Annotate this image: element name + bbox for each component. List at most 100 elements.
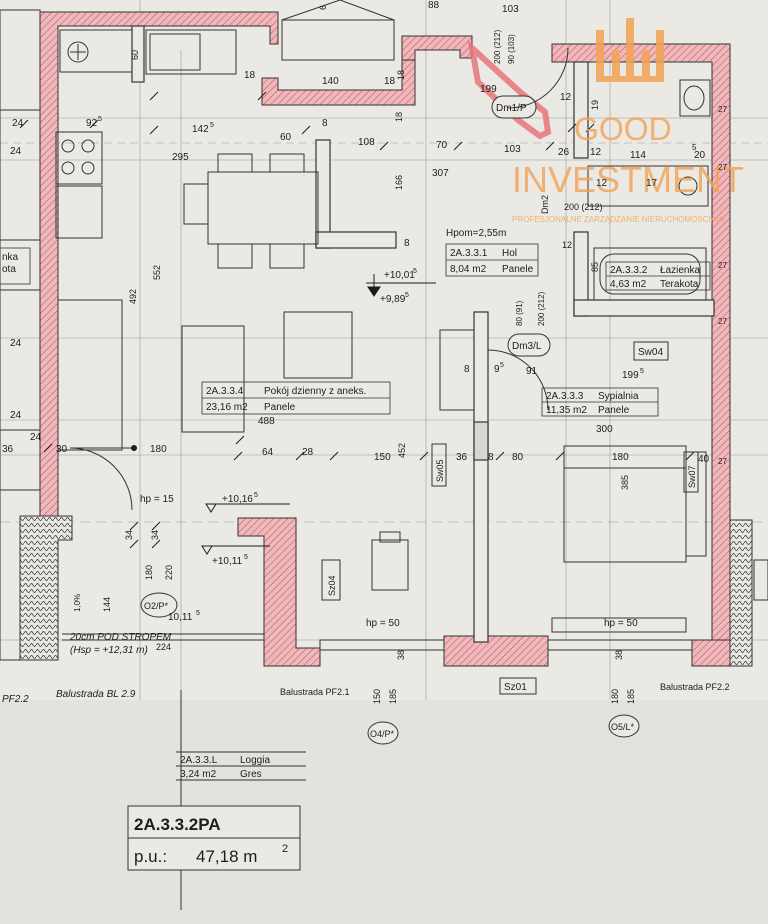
wall-highlight-diagonal — [467, 39, 552, 140]
level-marker-1: +10,01 — [384, 270, 415, 281]
dim-27d: 27 — [718, 317, 727, 326]
dim-488: 488 — [258, 416, 275, 427]
balcony-items — [62, 531, 693, 910]
dim-8c: 8 — [464, 364, 470, 375]
dim-150b: 150 — [372, 689, 382, 704]
stropem-line2: (Hsp = +12,31 m) — [70, 645, 148, 656]
watermark-line1: GOOD — [574, 111, 672, 147]
bath-area: 4,63 m2 — [610, 279, 647, 290]
dim-1425: 142 — [192, 124, 209, 135]
door-swing — [507, 47, 569, 109]
dim-18b: 18 — [384, 76, 396, 87]
hp50b-label: hp = 50 — [604, 618, 638, 629]
dim-26: 26 — [558, 147, 570, 158]
dim-24e: 24 — [10, 146, 22, 157]
dim-200-212a: 200 (212) — [493, 29, 502, 64]
watermark-logo — [596, 18, 664, 82]
dim-492: 492 — [128, 289, 138, 304]
dim-8b: 8 — [404, 238, 410, 249]
level-marker-4-sup: 5 — [244, 554, 248, 561]
adjacent-label-1: nka — [2, 252, 19, 263]
dim-8d: 8 — [488, 452, 494, 463]
dim-18a: 18 — [244, 70, 256, 81]
dim-36b: 36 — [456, 452, 468, 463]
highlighted-walls — [19, 11, 753, 667]
dim-385: 385 — [620, 475, 630, 490]
living-floor: Panele — [264, 402, 296, 413]
dim-150: 150 — [374, 452, 391, 463]
dim-20: 20 — [694, 150, 706, 161]
dim-60b: 60 — [280, 132, 292, 143]
room-label-boxes — [201, 243, 711, 417]
dim-85: 85 — [590, 262, 600, 272]
tag-dm1p: Dm1/P — [496, 103, 527, 114]
level-marker-4: +10,11 — [212, 556, 243, 567]
dim-1995: 199 — [622, 370, 639, 381]
dim-28: 28 — [302, 447, 314, 458]
dim-6: 6 — [318, 5, 328, 10]
tag-sw04: Sw04 — [638, 347, 663, 358]
bedroom-area: 11,35 m2 — [546, 405, 587, 416]
dim-200-212c: 200 (212) — [537, 291, 546, 326]
dim-64: 64 — [262, 447, 274, 458]
bath-floor: Terakota — [660, 279, 699, 290]
hall-name: Hol — [502, 248, 517, 259]
living-furniture — [57, 299, 353, 511]
dim-38b: 38 — [614, 650, 624, 660]
unit-area-sup: 2 — [282, 843, 288, 855]
dim-199a: 199 — [480, 84, 497, 95]
tag-sz04: Sz04 — [327, 575, 337, 596]
dimension-ticks — [19, 91, 695, 549]
marker-texts: Hpom=2,55m +10,01 5 +9,89 5 +10,16 5 +10… — [69, 228, 638, 656]
living-code: 2A.3.3.4 — [206, 386, 244, 397]
dim-185b: 185 — [626, 689, 636, 704]
bedroom-floor: Panele — [598, 405, 630, 416]
dim-103a: 103 — [502, 4, 519, 15]
dim-5: 5 — [692, 143, 697, 152]
hp15-label: hp = 15 — [140, 494, 174, 505]
dim-1995-sup: 5 — [640, 368, 644, 375]
interior-walls — [131, 25, 715, 643]
tag-balustrada-bl: Balustrada BL 2.9 — [56, 689, 136, 700]
loggia-name: Loggia — [240, 755, 270, 766]
dim-19: 19 — [590, 100, 600, 110]
dim-70: 70 — [436, 140, 448, 151]
tag-dm2: Dm2 — [540, 195, 550, 214]
dim-80: 80 — [512, 452, 524, 463]
loggia-floor: Gres — [240, 769, 262, 780]
dim-114: 114 — [630, 150, 646, 161]
stropem-line1: 20cm POD STROPEM — [69, 632, 172, 643]
level-marker-3: +10,16 — [222, 494, 253, 505]
hp50a-label: hp = 50 — [366, 618, 400, 629]
loggia-area: 3,24 m2 — [180, 769, 217, 780]
dim-18d: 18 — [394, 112, 404, 122]
level-marker-2: +9,89 — [380, 294, 406, 305]
dim-80-91: 80 (91) — [515, 300, 524, 326]
tag-dm3l: Dm3/L — [512, 341, 542, 352]
dim-925: 92 — [86, 118, 98, 129]
unit-code: 2A.3.3.2PA — [134, 815, 221, 834]
slope-label: 1,0% — [73, 594, 82, 612]
tag-balustrada-pf21: Balustrada PF2.1 — [280, 687, 350, 697]
unit-area-label: p.u.: — [134, 847, 167, 866]
dim-12c: 12 — [596, 178, 608, 189]
dim-295: 295 — [172, 152, 189, 163]
dim-36a: 36 — [2, 444, 14, 455]
point-marker — [131, 445, 137, 451]
dim-180c: 180 — [144, 565, 154, 580]
bath-code: 2A.3.3.2 — [610, 265, 648, 276]
dim-40: 40 — [698, 454, 710, 465]
dim-27c: 27 — [718, 261, 727, 270]
dim-180d: 180 — [610, 689, 620, 704]
dim-18c: 18 — [396, 70, 406, 80]
dim-30: 30 — [56, 444, 68, 455]
dim-300: 300 — [596, 424, 613, 435]
tag-o5l: O5/L* — [611, 722, 635, 732]
dim-91: 91 — [526, 366, 538, 377]
dim-34b: 34 — [150, 530, 160, 540]
dim-552: 552 — [152, 265, 162, 280]
hall-fixtures — [281, 0, 549, 411]
dim-224: 224 — [156, 642, 171, 652]
tag-sw05: Sw05 — [435, 459, 445, 482]
